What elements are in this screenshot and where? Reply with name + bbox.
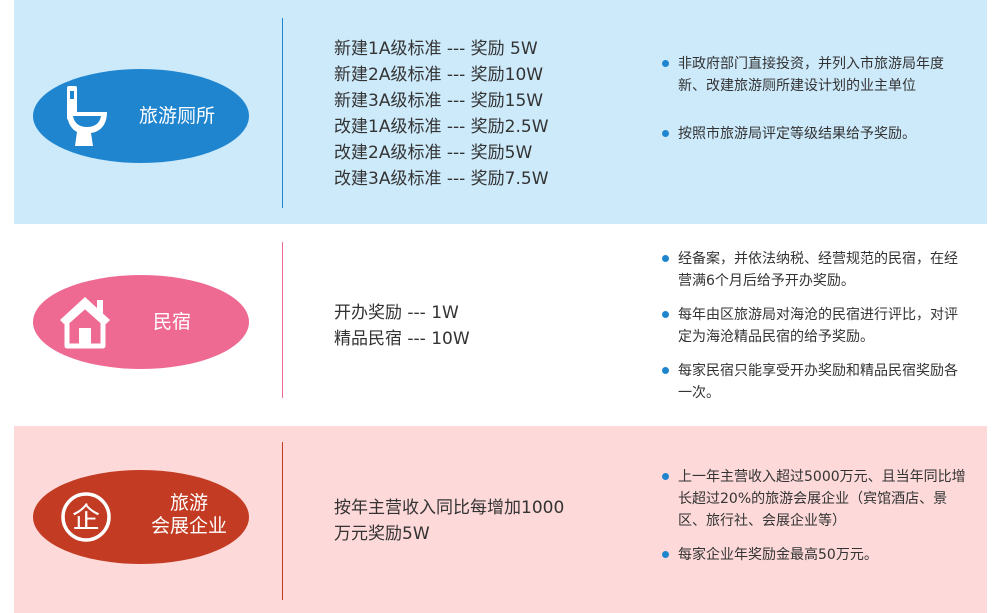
- category-badge-enterprise: 企 旅游 会展企业: [33, 470, 249, 564]
- house-icon: [60, 297, 110, 349]
- reward-item: 按年主营收入同比每增加1000: [334, 498, 565, 518]
- reward-item: 开办奖励 --- 1W: [334, 303, 459, 323]
- condition-item: 每家民宿只能享受开办奖励和精品民宿奖励各一次。: [662, 360, 970, 404]
- reward-list: 开办奖励 --- 1W 精品民宿 --- 10W: [334, 300, 470, 352]
- bullet-dot-icon: [662, 473, 669, 480]
- reward-item: 改建2A级标准 --- 奖励5W: [334, 143, 533, 163]
- category-label: 民宿: [153, 311, 192, 333]
- reward-item: 新建2A级标准 --- 奖励10W: [334, 65, 544, 85]
- divider: [282, 18, 283, 208]
- section-homestay: 民宿 开办奖励 --- 1W 精品民宿 --- 10W 经备案，并依法纳税、经营…: [14, 228, 987, 422]
- bullet-dot-icon: [662, 130, 669, 137]
- bullet-dot-icon: [662, 367, 669, 374]
- condition-text: 经备案，并依法纳税、经营规范的民宿，在经营满6个月后给予开办奖励。: [678, 251, 958, 289]
- bullet-dot-icon: [662, 60, 669, 67]
- condition-text: 每年由区旅游局对海沧的民宿进行评比，对评定为海沧精品民宿的给予奖励。: [678, 307, 958, 345]
- bullet-dot-icon: [662, 311, 669, 318]
- bullet-dot-icon: [662, 551, 669, 558]
- condition-item: 上一年主营收入超过5000万元、且当年同比增长超过20%的旅游会展企业（宾馆酒店…: [662, 466, 970, 532]
- condition-item: 每家企业年奖励金最高50万元。: [662, 544, 970, 566]
- divider: [282, 242, 283, 398]
- reward-item: 新建1A级标准 --- 奖励 5W: [334, 39, 538, 59]
- category-label-line2: 会展企业: [151, 515, 228, 537]
- condition-item: 每年由区旅游局对海沧的民宿进行评比，对评定为海沧精品民宿的给予奖励。: [662, 304, 970, 348]
- bullet-dot-icon: [662, 255, 669, 262]
- condition-list: 非政府部门直接投资，并列入市旅游局年度新、改建旅游厕所建设计划的业主单位 按照市…: [662, 53, 970, 145]
- section-tourism-exhibition-enterprise: 企 旅游 会展企业 按年主营收入同比每增加1000 万元奖励5W 上一年主营收入…: [14, 426, 987, 613]
- category-label-line1: 旅游: [170, 492, 209, 514]
- condition-text: 每家企业年奖励金最高50万元。: [678, 547, 878, 563]
- condition-list: 经备案，并依法纳税、经营规范的民宿，在经营满6个月后给予开办奖励。 每年由区旅游…: [662, 248, 970, 404]
- category-badge-toilet: 旅游厕所: [33, 69, 249, 163]
- condition-list: 上一年主营收入超过5000万元、且当年同比增长超过20%的旅游会展企业（宾馆酒店…: [662, 466, 970, 566]
- condition-item: 非政府部门直接投资，并列入市旅游局年度新、改建旅游厕所建设计划的业主单位: [662, 53, 970, 97]
- reward-item: 改建3A级标准 --- 奖励7.5W: [334, 169, 549, 189]
- reward-list: 新建1A级标准 --- 奖励 5W 新建2A级标准 --- 奖励10W 新建3A…: [334, 36, 549, 192]
- reward-item: 改建1A级标准 --- 奖励2.5W: [334, 117, 549, 137]
- condition-text: 上一年主营收入超过5000万元、且当年同比增长超过20%的旅游会展企业（宾馆酒店…: [678, 469, 966, 529]
- category-badge-homestay: 民宿: [33, 275, 249, 369]
- toilet-icon: [67, 86, 107, 146]
- condition-text: 每家民宿只能享受开办奖励和精品民宿奖励各一次。: [678, 363, 958, 401]
- condition-item: 按照市旅游局评定等级结果给予奖励。: [662, 123, 970, 145]
- condition-item: 经备案，并依法纳税、经营规范的民宿，在经营满6个月后给予开办奖励。: [662, 248, 970, 292]
- condition-text: 按照市旅游局评定等级结果给予奖励。: [678, 126, 916, 142]
- reward-item: 新建3A级标准 --- 奖励15W: [334, 91, 544, 111]
- enterprise-seal-icon: 企: [61, 492, 111, 542]
- reward-item: 精品民宿 --- 10W: [334, 329, 470, 349]
- section-tourist-toilet: 旅游厕所 新建1A级标准 --- 奖励 5W 新建2A级标准 --- 奖励10W…: [14, 0, 987, 224]
- category-label: 旅游 会展企业: [151, 492, 227, 538]
- condition-text: 非政府部门直接投资，并列入市旅游局年度新、改建旅游厕所建设计划的业主单位: [678, 56, 944, 94]
- enterprise-seal-char: 企: [72, 501, 100, 534]
- category-label: 旅游厕所: [139, 105, 216, 127]
- reward-item: 万元奖励5W: [334, 524, 430, 544]
- divider: [282, 442, 283, 600]
- reward-list: 按年主营收入同比每增加1000 万元奖励5W: [334, 495, 564, 547]
